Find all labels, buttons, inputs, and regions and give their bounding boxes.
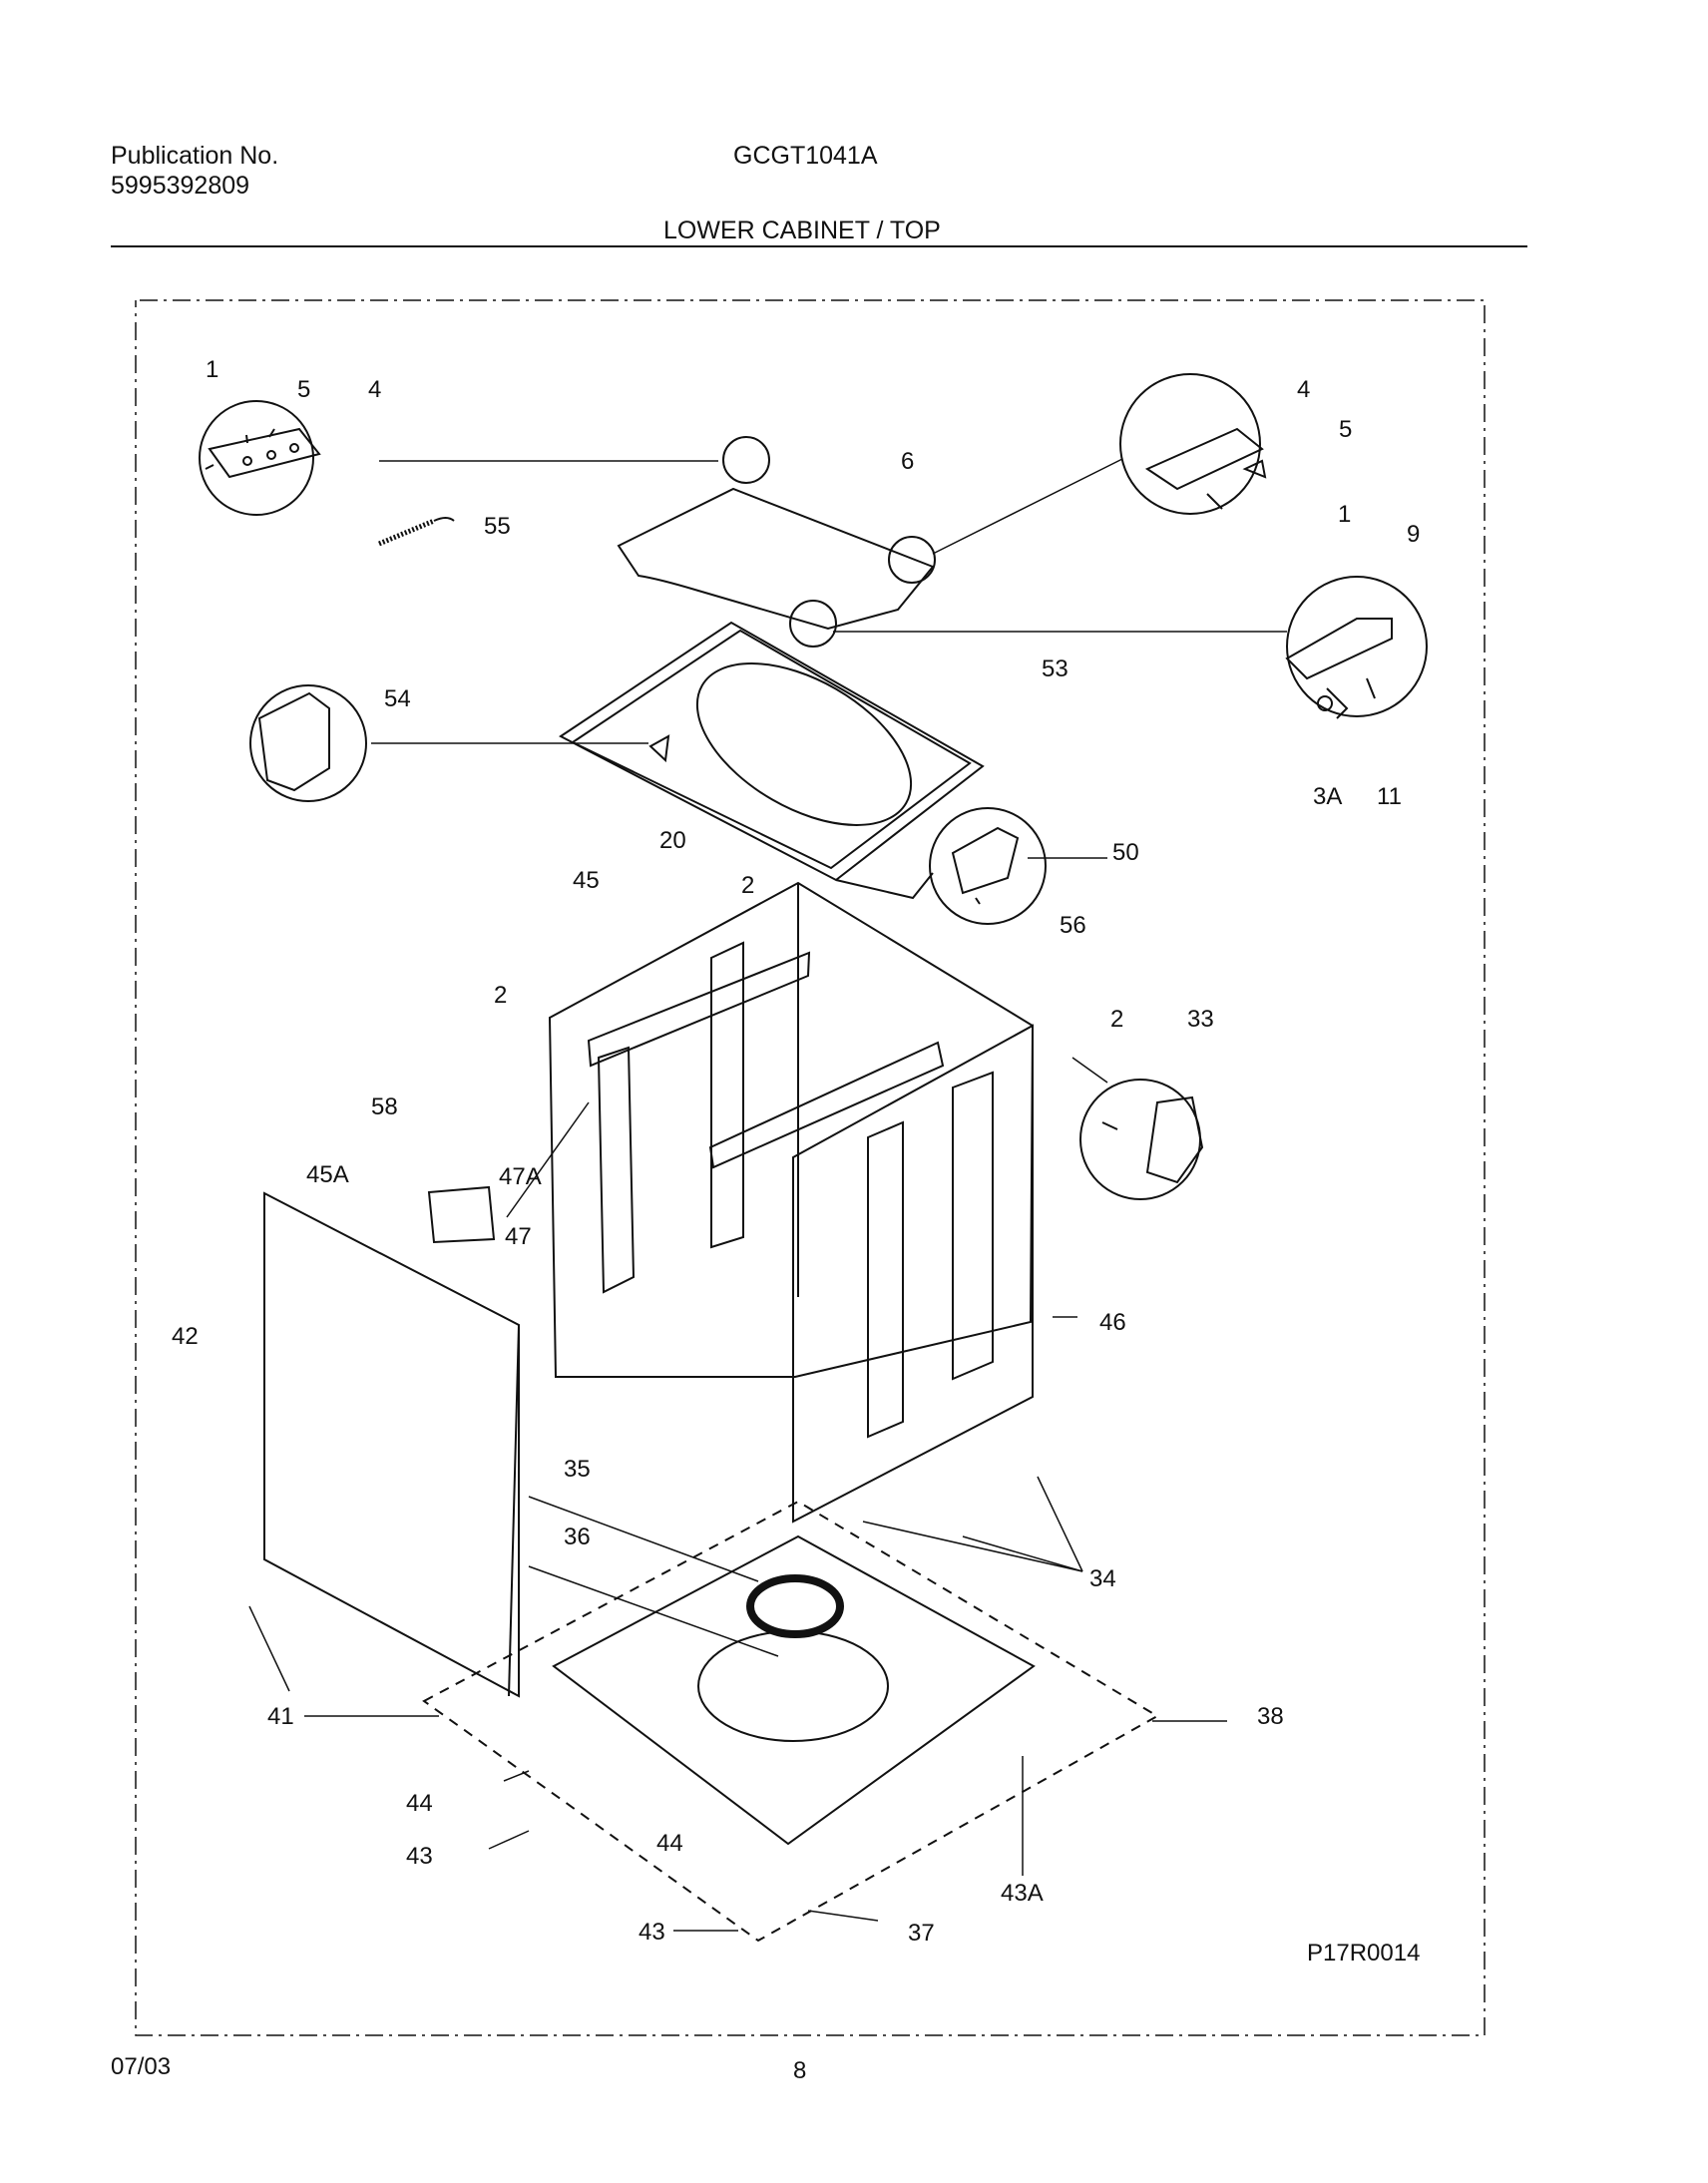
callout-label: 45 <box>573 867 600 894</box>
detail-bumper-54 <box>249 684 367 802</box>
callout-label: 11 <box>1377 783 1402 810</box>
callout-label: 53 <box>1042 655 1068 682</box>
callout-label: 37 <box>908 1920 935 1947</box>
callout-label: 4 <box>368 376 381 403</box>
section-title: LOWER CABINET / TOP <box>663 217 941 244</box>
callout-label: 2 <box>494 982 507 1009</box>
callout-label: 36 <box>564 1524 591 1550</box>
callout-label: 3A <box>1313 783 1342 810</box>
part-front-panel-42 <box>263 1185 520 1698</box>
model-number: GCGT1041A <box>733 142 878 170</box>
callout-label: 41 <box>267 1703 294 1730</box>
callout-label: 33 <box>1187 1006 1214 1033</box>
callout-label: 2 <box>741 872 754 899</box>
callout-label: 43A <box>1001 1880 1044 1907</box>
callout-label: 9 <box>1407 521 1420 548</box>
callout-label: 35 <box>564 1456 591 1483</box>
callout-label: 5 <box>297 376 310 403</box>
callout-label: 45A <box>306 1161 349 1188</box>
figure-code: P17R0014 <box>1307 1940 1420 1966</box>
callout-label: 38 <box>1257 1703 1284 1730</box>
page-number: 8 <box>793 2057 807 2084</box>
callout-label: 44 <box>656 1830 683 1857</box>
publication-label: Publication No. <box>111 142 279 170</box>
callout-label: 56 <box>1060 912 1086 939</box>
callout-label: 47 <box>505 1223 532 1250</box>
callout-label: 54 <box>384 685 411 712</box>
callout-label: 20 <box>659 827 686 854</box>
detail-hinge-left <box>199 400 321 516</box>
callout-label: 43 <box>639 1919 665 1946</box>
part-base-38 <box>422 1500 1159 1943</box>
callout-label: 44 <box>406 1790 433 1817</box>
callout-label: 58 <box>371 1093 398 1120</box>
callout-label: 42 <box>172 1323 199 1350</box>
callout-label: 1 <box>206 356 218 383</box>
callout-label: 47A <box>499 1163 542 1190</box>
callout-label: 6 <box>901 448 914 475</box>
part-side-panel-46 <box>792 1024 1034 1524</box>
part-cabinet-frame <box>548 881 1035 1378</box>
detail-switch-50 <box>929 807 1047 925</box>
callout-label: 2 <box>1110 1006 1123 1033</box>
part-spring-55 <box>378 517 455 547</box>
part-lid-6 <box>617 436 936 648</box>
callout-label: 46 <box>1099 1309 1126 1336</box>
detail-hinge-right <box>1119 373 1267 515</box>
callout-labels: 1 5 4 55 6 4 5 1 9 53 54 3A 11 20 45 2 5… <box>172 356 1420 1966</box>
part-top-panel-53 <box>559 621 985 900</box>
publication-number: 5995392809 <box>111 172 250 200</box>
callout-label: 50 <box>1112 839 1139 866</box>
footer-date: 07/03 <box>111 2053 172 2080</box>
callout-label: 1 <box>1338 501 1351 528</box>
leader-lines <box>248 458 1287 1932</box>
diagram-frame <box>135 299 1486 2036</box>
detail-valve-33 <box>1079 1079 1204 1200</box>
detail-hinge-bracket-9 <box>1285 576 1428 719</box>
callout-label: 5 <box>1339 416 1352 443</box>
header-rule <box>111 245 1527 247</box>
callout-label: 34 <box>1089 1565 1116 1592</box>
callout-label: 43 <box>406 1843 433 1870</box>
callout-label: 55 <box>484 513 511 540</box>
callout-label: 4 <box>1297 376 1310 403</box>
